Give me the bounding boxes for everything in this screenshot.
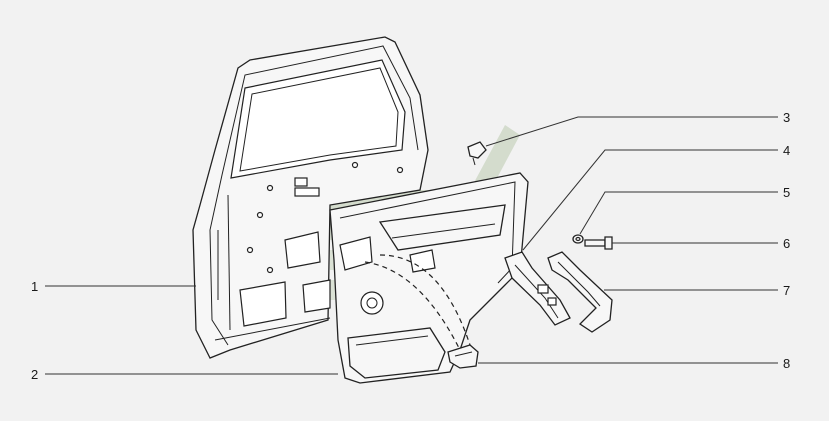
part-7-handle-cover (547, 251, 613, 333)
callout-6: 6 (783, 236, 790, 251)
callout-4: 4 (783, 143, 790, 158)
callout-3: 3 (783, 110, 790, 125)
part-1-door-shell (192, 36, 429, 359)
leader-3 (485, 116, 778, 147)
callout-1: 1 (31, 279, 38, 294)
leader-5 (579, 191, 778, 235)
part-6-screw (584, 236, 613, 250)
callout-8: 8 (783, 356, 790, 371)
callout-5: 5 (783, 185, 790, 200)
part-8-lower-clip (447, 344, 479, 369)
part-5-washer (572, 234, 584, 244)
part-4-handle-bracket (504, 251, 571, 326)
leader-lines (45, 116, 778, 375)
callout-7: 7 (783, 283, 790, 298)
leader-4 (522, 149, 778, 251)
part-2-trim-panel (329, 172, 529, 384)
part-3-clip (467, 141, 487, 166)
callout-labels: 1 2 3 4 5 6 7 8 (31, 110, 790, 382)
callout-2: 2 (31, 367, 38, 382)
